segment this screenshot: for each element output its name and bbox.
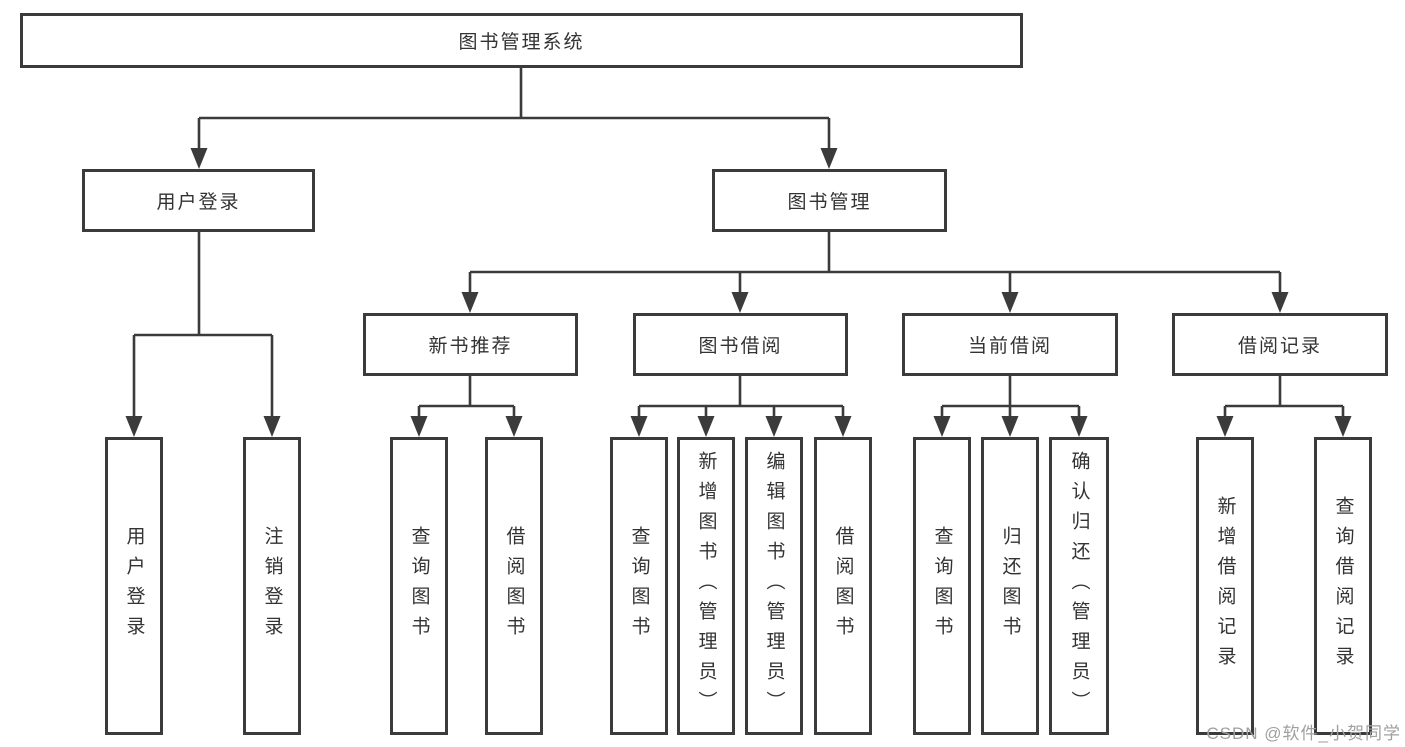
node-leaf-edit-books-admin: 编辑图书（管理员） [745, 437, 803, 735]
node-borrow-records: 借阅记录 [1172, 313, 1388, 376]
node-leaf-borrow-books-rec: 借阅图书 [485, 437, 543, 735]
node-leaf-query-books: 查询图书 [610, 437, 668, 735]
node-user-login: 用户登录 [82, 169, 315, 232]
node-leaf-query-books-rec: 查询图书 [390, 437, 448, 735]
connector-new-book-rec-to-children [410, 376, 523, 437]
connector-book-borrow-to-children [630, 376, 852, 437]
connector-borrow-records-to-children [1216, 376, 1352, 437]
node-book-borrow: 图书借阅 [633, 313, 848, 376]
node-leaf-return-books: 归还图书 [981, 437, 1039, 735]
connector-current-borrow-to-children [933, 376, 1088, 437]
node-current-borrow: 当前借阅 [902, 313, 1118, 376]
node-root-system: 图书管理系统 [20, 13, 1023, 68]
node-leaf-add-borrow-record: 新增借阅记录 [1196, 437, 1254, 735]
node-leaf-logout: 注销登录 [243, 437, 301, 735]
node-book-management: 图书管理 [712, 169, 947, 232]
connector-root-to-level2 [190, 68, 838, 169]
connector-book-management-to-level3 [461, 232, 1289, 313]
node-leaf-query-borrow-record: 查询借阅记录 [1314, 437, 1372, 735]
node-new-book-recommend: 新书推荐 [363, 313, 578, 376]
node-leaf-add-books-admin: 新增图书（管理员） [677, 437, 735, 735]
node-leaf-confirm-return-admin: 确认归还（管理员） [1049, 437, 1109, 735]
node-leaf-query-books-current: 查询图书 [913, 437, 971, 735]
node-leaf-user-login: 用户登录 [105, 437, 163, 735]
node-leaf-borrow-books: 借阅图书 [814, 437, 872, 735]
watermark: CSDN @软件_小贺同学 [1206, 724, 1401, 743]
connector-user-login-to-children [125, 232, 281, 437]
